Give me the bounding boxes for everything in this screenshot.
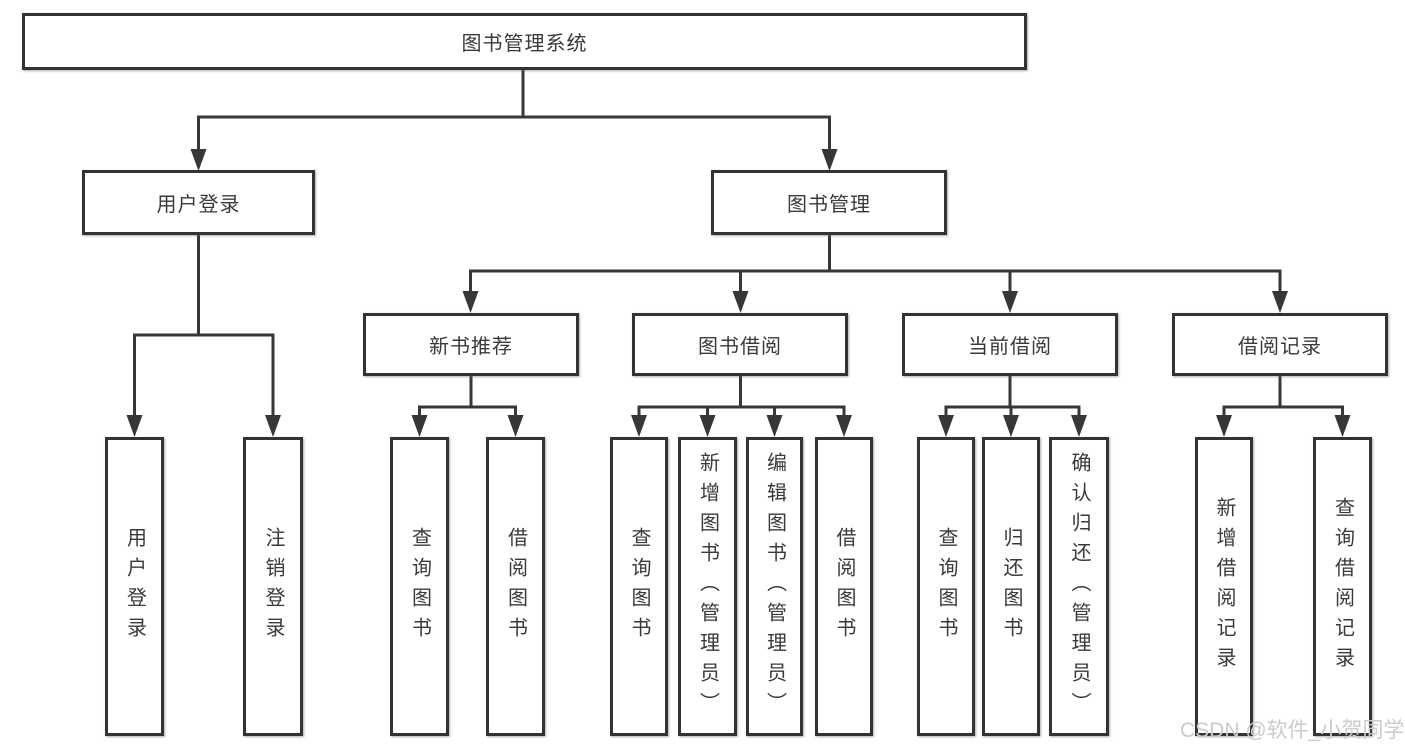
- node-label: 查询借阅记录: [1331, 496, 1354, 677]
- node-library-management-system: 图书管理系统: [22, 13, 1027, 70]
- node-label: 编辑图书（管理员）: [763, 451, 786, 722]
- node-label: 借阅记录: [1238, 336, 1322, 358]
- node-label: 当前借阅: [968, 336, 1052, 358]
- node-label: 图书管理系统: [461, 33, 588, 55]
- node-label: 归还图书: [1000, 526, 1022, 647]
- node-label: 查询图书: [408, 526, 431, 647]
- leaf-logout: 注销登录: [243, 437, 303, 736]
- leaf-add-books-admin: 新增图书（管理员）: [678, 437, 737, 736]
- leaf-add-borrowing-record: 新增借阅记录: [1195, 437, 1253, 736]
- connector-path: [133, 67, 1344, 418]
- leaf-edit-books-admin: 编辑图书（管理员）: [746, 437, 803, 736]
- node-label: 用户登录: [156, 194, 241, 216]
- leaf-confirm-return-admin: 确认归还（管理员）: [1049, 437, 1109, 736]
- node-label: 用户登录: [123, 526, 146, 647]
- node-new-book-recommendation: 新书推荐: [363, 313, 579, 376]
- leaf-query-books-recommend: 查询图书: [390, 437, 449, 736]
- node-label: 新增图书（管理员）: [696, 451, 719, 722]
- node-label: 借阅图书: [504, 526, 527, 647]
- node-label: 查询图书: [935, 526, 957, 647]
- node-label: 注销登录: [262, 526, 284, 647]
- leaf-user-login: 用户登录: [105, 437, 164, 736]
- leaf-borrow-books-recommend: 借阅图书: [486, 437, 545, 736]
- arrowheads: [126, 149, 1351, 437]
- node-book-borrowing: 图书借阅: [632, 313, 848, 376]
- node-label: 借阅图书: [833, 526, 855, 647]
- node-user-login: 用户登录: [82, 170, 315, 235]
- leaf-borrow-books-borrowing: 借阅图书: [815, 437, 873, 736]
- leaf-query-books-current: 查询图书: [917, 437, 975, 736]
- node-label: 新增借阅记录: [1213, 496, 1235, 677]
- leaf-query-borrowing-record: 查询借阅记录: [1313, 437, 1372, 736]
- leaf-return-books: 归还图书: [982, 437, 1040, 736]
- node-label: 查询图书: [628, 526, 650, 647]
- csdn-watermark: CSDN @软件_小贺同学: [1180, 719, 1405, 742]
- node-current-borrowing: 当前借阅: [902, 313, 1118, 376]
- node-label: 确认归还（管理员）: [1068, 451, 1090, 722]
- node-label: 新书推荐: [429, 336, 513, 358]
- node-book-management: 图书管理: [711, 170, 947, 235]
- node-borrowing-records: 借阅记录: [1172, 313, 1388, 376]
- leaf-query-books-borrowing: 查询图书: [610, 437, 668, 736]
- node-label: 图书管理: [787, 194, 871, 216]
- node-label: 图书借阅: [698, 336, 782, 358]
